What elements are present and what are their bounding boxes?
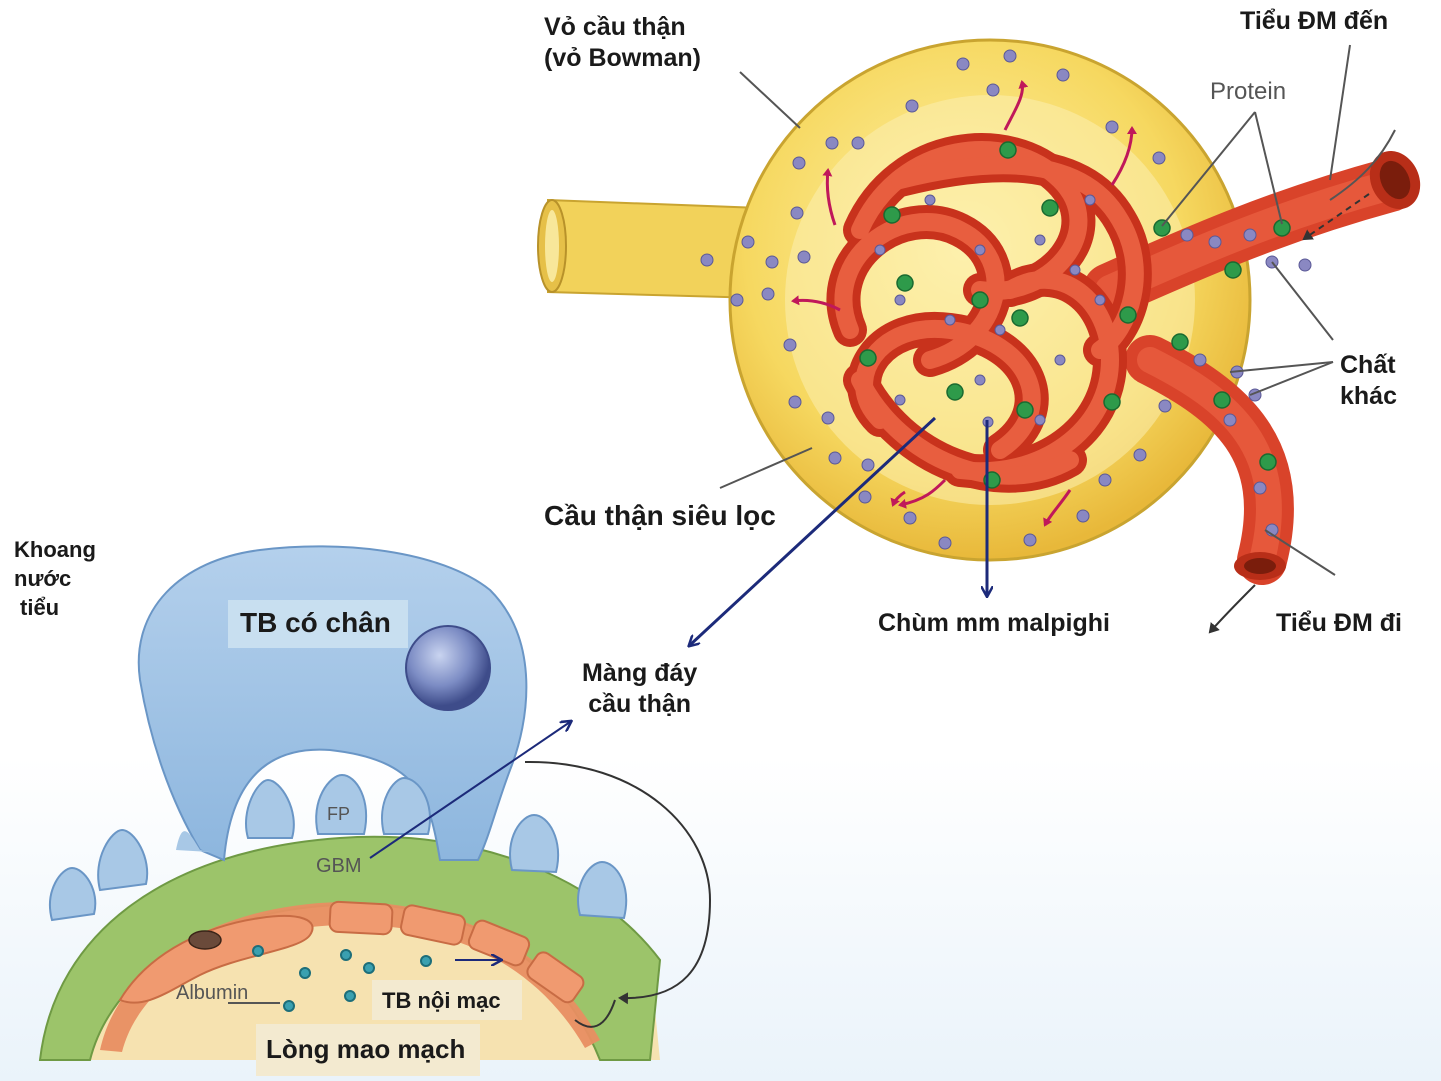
urine-space-line2: nước bbox=[14, 564, 96, 593]
basement-membrane-label: Màng đáy cầu thận bbox=[582, 658, 697, 720]
basement-line2: cầu thận bbox=[582, 689, 697, 720]
bowman-label-line2: (vỏ Bowman) bbox=[544, 43, 701, 74]
protein-label: Protein bbox=[1210, 78, 1286, 106]
other-substance-label: Chất khác bbox=[1340, 350, 1397, 412]
podocyte-label: TB có chân bbox=[240, 607, 391, 638]
urine-space-line3: tiểu bbox=[14, 593, 96, 622]
efferent-label: Tiểu ĐM đi bbox=[1276, 608, 1402, 639]
bowman-label: Vỏ cầu thận (vỏ Bowman) bbox=[544, 12, 701, 74]
other-label-line2: khác bbox=[1340, 381, 1397, 412]
efferent-flow-arrow bbox=[1210, 585, 1255, 632]
afferent-label: Tiểu ĐM đến bbox=[1240, 6, 1388, 37]
bowman-label-line1: Vỏ cầu thận bbox=[544, 12, 701, 43]
fp-label: FP bbox=[327, 804, 350, 825]
other-label-line1: Chất bbox=[1340, 350, 1397, 381]
basement-line1: Màng đáy bbox=[582, 658, 697, 689]
glomerulus-label: Cầu thận siêu lọc bbox=[544, 500, 776, 531]
gbm-label: GBM bbox=[316, 855, 362, 878]
endothelial-label: TB nội mạc bbox=[382, 985, 501, 1016]
capillary-lumen-label: Lòng mao mạch bbox=[266, 1034, 465, 1065]
malpighi-label: Chùm mm malpighi bbox=[878, 608, 1110, 639]
urine-space-line1: Khoang bbox=[14, 535, 96, 564]
urine-space-label: Khoang nước tiểu bbox=[14, 535, 96, 622]
albumin-label: Albumin bbox=[176, 982, 248, 1005]
